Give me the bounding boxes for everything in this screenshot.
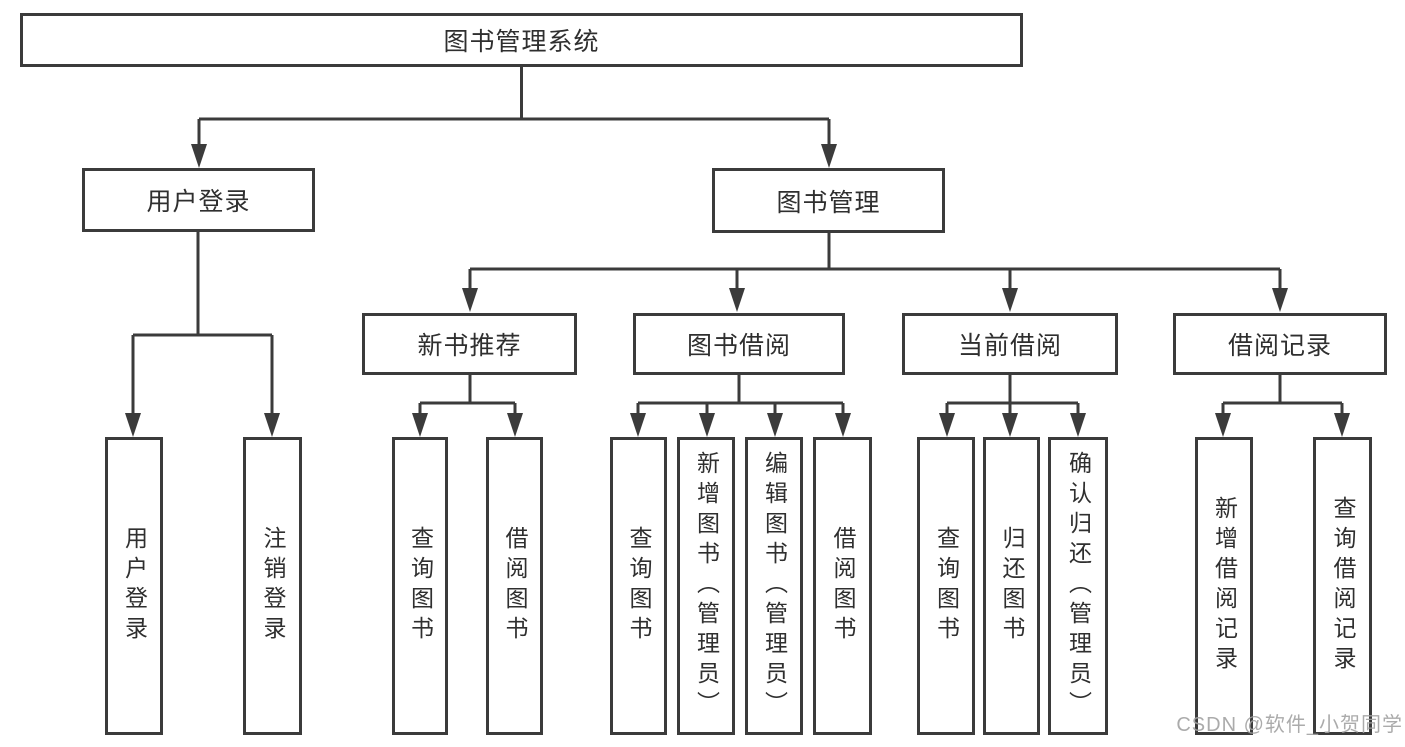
leaf-add-book-admin: 新增图书（管理员） (677, 437, 735, 735)
leaf-label: 查询借阅记录 (1330, 496, 1356, 676)
node-root-library-system: 图书管理系统 (20, 13, 1023, 67)
node-borrowing-records: 借阅记录 (1173, 313, 1387, 375)
leaf-label: 注销登录 (260, 526, 286, 646)
leaf-borrow-books-recommend: 借阅图书 (486, 437, 543, 735)
leaf-query-books-recommend: 查询图书 (392, 437, 448, 735)
leaf-label: 查询图书 (626, 526, 652, 646)
leaf-label: 查询图书 (933, 526, 960, 646)
leaf-label: 用户登录 (121, 526, 148, 646)
leaf-query-books-borrowing: 查询图书 (610, 437, 667, 735)
leaf-add-borrow-record: 新增借阅记录 (1195, 437, 1253, 735)
leaf-query-borrow-record: 查询借阅记录 (1313, 437, 1372, 735)
csdn-watermark: CSDN @软件_小贺同学 (1176, 714, 1403, 736)
node-book-borrowing: 图书借阅 (633, 313, 845, 375)
leaf-label: 新增图书（管理员） (693, 451, 720, 721)
leaf-return-book: 归还图书 (983, 437, 1040, 735)
node-current-borrowing: 当前借阅 (902, 313, 1118, 375)
leaf-user-login: 用户登录 (105, 437, 163, 735)
leaf-label: 查询图书 (407, 526, 434, 646)
leaf-logout: 注销登录 (243, 437, 302, 735)
leaf-label: 借阅图书 (830, 526, 856, 646)
leaf-edit-book-admin: 编辑图书（管理员） (745, 437, 803, 735)
leaf-label: 归还图书 (999, 526, 1025, 646)
leaf-label: 确认归还（管理员） (1065, 451, 1092, 721)
leaf-borrow-books-borrowing: 借阅图书 (813, 437, 872, 735)
leaf-label: 编辑图书（管理员） (761, 451, 788, 721)
node-book-management: 图书管理 (712, 168, 945, 233)
leaf-query-books-current: 查询图书 (917, 437, 975, 735)
leaf-confirm-return-admin: 确认归还（管理员） (1048, 437, 1108, 735)
leaf-label: 新增借阅记录 (1211, 496, 1238, 676)
node-user-login: 用户登录 (82, 168, 315, 232)
leaf-label: 借阅图书 (502, 526, 528, 646)
node-new-book-recommendation: 新书推荐 (362, 313, 577, 375)
